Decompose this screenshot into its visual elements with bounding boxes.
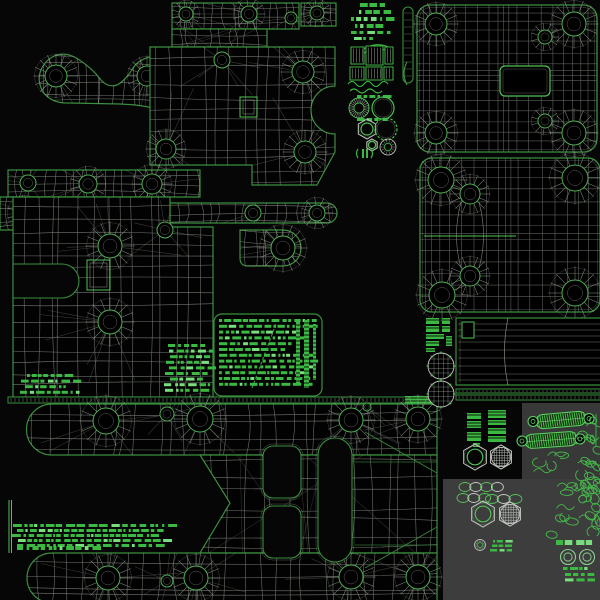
uv-island-bracket-a-neck xyxy=(171,28,268,48)
uv-sliver-arc xyxy=(403,61,408,86)
decal-rows-mid xyxy=(164,344,216,392)
uv-thin-strip-1 xyxy=(455,388,600,394)
chain-links-row-2 xyxy=(456,493,492,503)
uv-hex-nut-small-a xyxy=(357,118,377,140)
bracket-b-side-notch xyxy=(12,263,80,299)
uv-island-bracket-a-tab xyxy=(300,0,337,28)
fork-slot-lower xyxy=(260,503,304,561)
uv-island-fork-bottom-arm xyxy=(26,552,443,600)
uv-plate-1 xyxy=(350,46,365,65)
hex-nut-render xyxy=(471,500,495,528)
label-row-8 xyxy=(357,118,388,121)
footer-text-1 xyxy=(563,567,588,570)
uv-panel-plate-top xyxy=(413,0,599,158)
uv-wavy-strip-1 xyxy=(347,80,389,88)
fork-seam-diagonal-lower xyxy=(364,526,438,569)
uv-thin-strip-2 xyxy=(455,394,600,401)
uv-knurled-ring xyxy=(374,117,398,141)
decal-rows-left xyxy=(20,374,82,394)
uv-washer-plain xyxy=(371,96,395,120)
uv-hex-bolt-head-meshed xyxy=(490,444,512,470)
oring-1 xyxy=(559,548,577,566)
label-row-4 xyxy=(355,24,384,28)
uv-washer-knurled xyxy=(348,97,370,119)
legend-text xyxy=(490,540,513,552)
uv-disc-lower xyxy=(426,379,456,409)
uv-island-bracket-b-topbar xyxy=(7,163,201,205)
uv-island-bracket-a-body xyxy=(145,46,336,186)
uv-wavy-strip-2 xyxy=(349,88,383,94)
uv-panel-band xyxy=(455,317,600,386)
uv-clip-marks xyxy=(355,148,374,159)
uv-island-bracket-a-topbar xyxy=(171,0,300,31)
uv-micro-blocks-mid xyxy=(426,318,452,352)
fork-slot-upper xyxy=(260,443,304,501)
fork-gap-seam-line xyxy=(8,500,12,553)
spring-hook-scraps-a xyxy=(532,445,600,484)
small-cap-render xyxy=(474,539,486,551)
uv-plate-2 xyxy=(365,45,384,66)
uv-plate-3 xyxy=(384,46,394,65)
oring-2 xyxy=(578,548,596,566)
fork-gap-decal-line xyxy=(17,546,102,550)
uv-micro-blocks-bottom xyxy=(467,410,506,447)
label-row-1 xyxy=(360,3,385,7)
chain-links-row-3 xyxy=(485,494,523,504)
uv-disc-upper xyxy=(426,351,456,381)
fork-seam-diagonal-upper xyxy=(364,431,438,474)
uv-island-lug xyxy=(239,223,308,273)
hex-bolt-render xyxy=(499,501,521,527)
scrap-label-row xyxy=(556,540,593,545)
uv-hex-nut-tiny xyxy=(366,138,378,152)
label-row-3 xyxy=(351,17,395,21)
uv-knurled-cap xyxy=(379,138,397,156)
fork-gap-decal-text xyxy=(12,524,178,547)
label-row-7 xyxy=(357,95,392,98)
uv-plate-5 xyxy=(365,66,383,81)
label-row-5 xyxy=(351,31,391,34)
uv-panel-plate-mid xyxy=(414,151,600,322)
spring-coil-2 xyxy=(516,431,586,449)
label-row-6 xyxy=(354,37,373,40)
wire-scraps-column xyxy=(545,476,600,539)
uv-plate-4 xyxy=(349,66,365,81)
label-row-2 xyxy=(359,10,392,14)
footer-text-2 xyxy=(565,573,595,582)
uv-hex-nut-large xyxy=(463,443,487,471)
decal-text-sheet xyxy=(213,313,323,397)
fork-center-slot xyxy=(315,435,355,565)
uv-island-bracket-b-arm xyxy=(169,196,338,230)
chain-links-row-1 xyxy=(458,482,504,492)
uv-plate-6 xyxy=(383,66,394,81)
